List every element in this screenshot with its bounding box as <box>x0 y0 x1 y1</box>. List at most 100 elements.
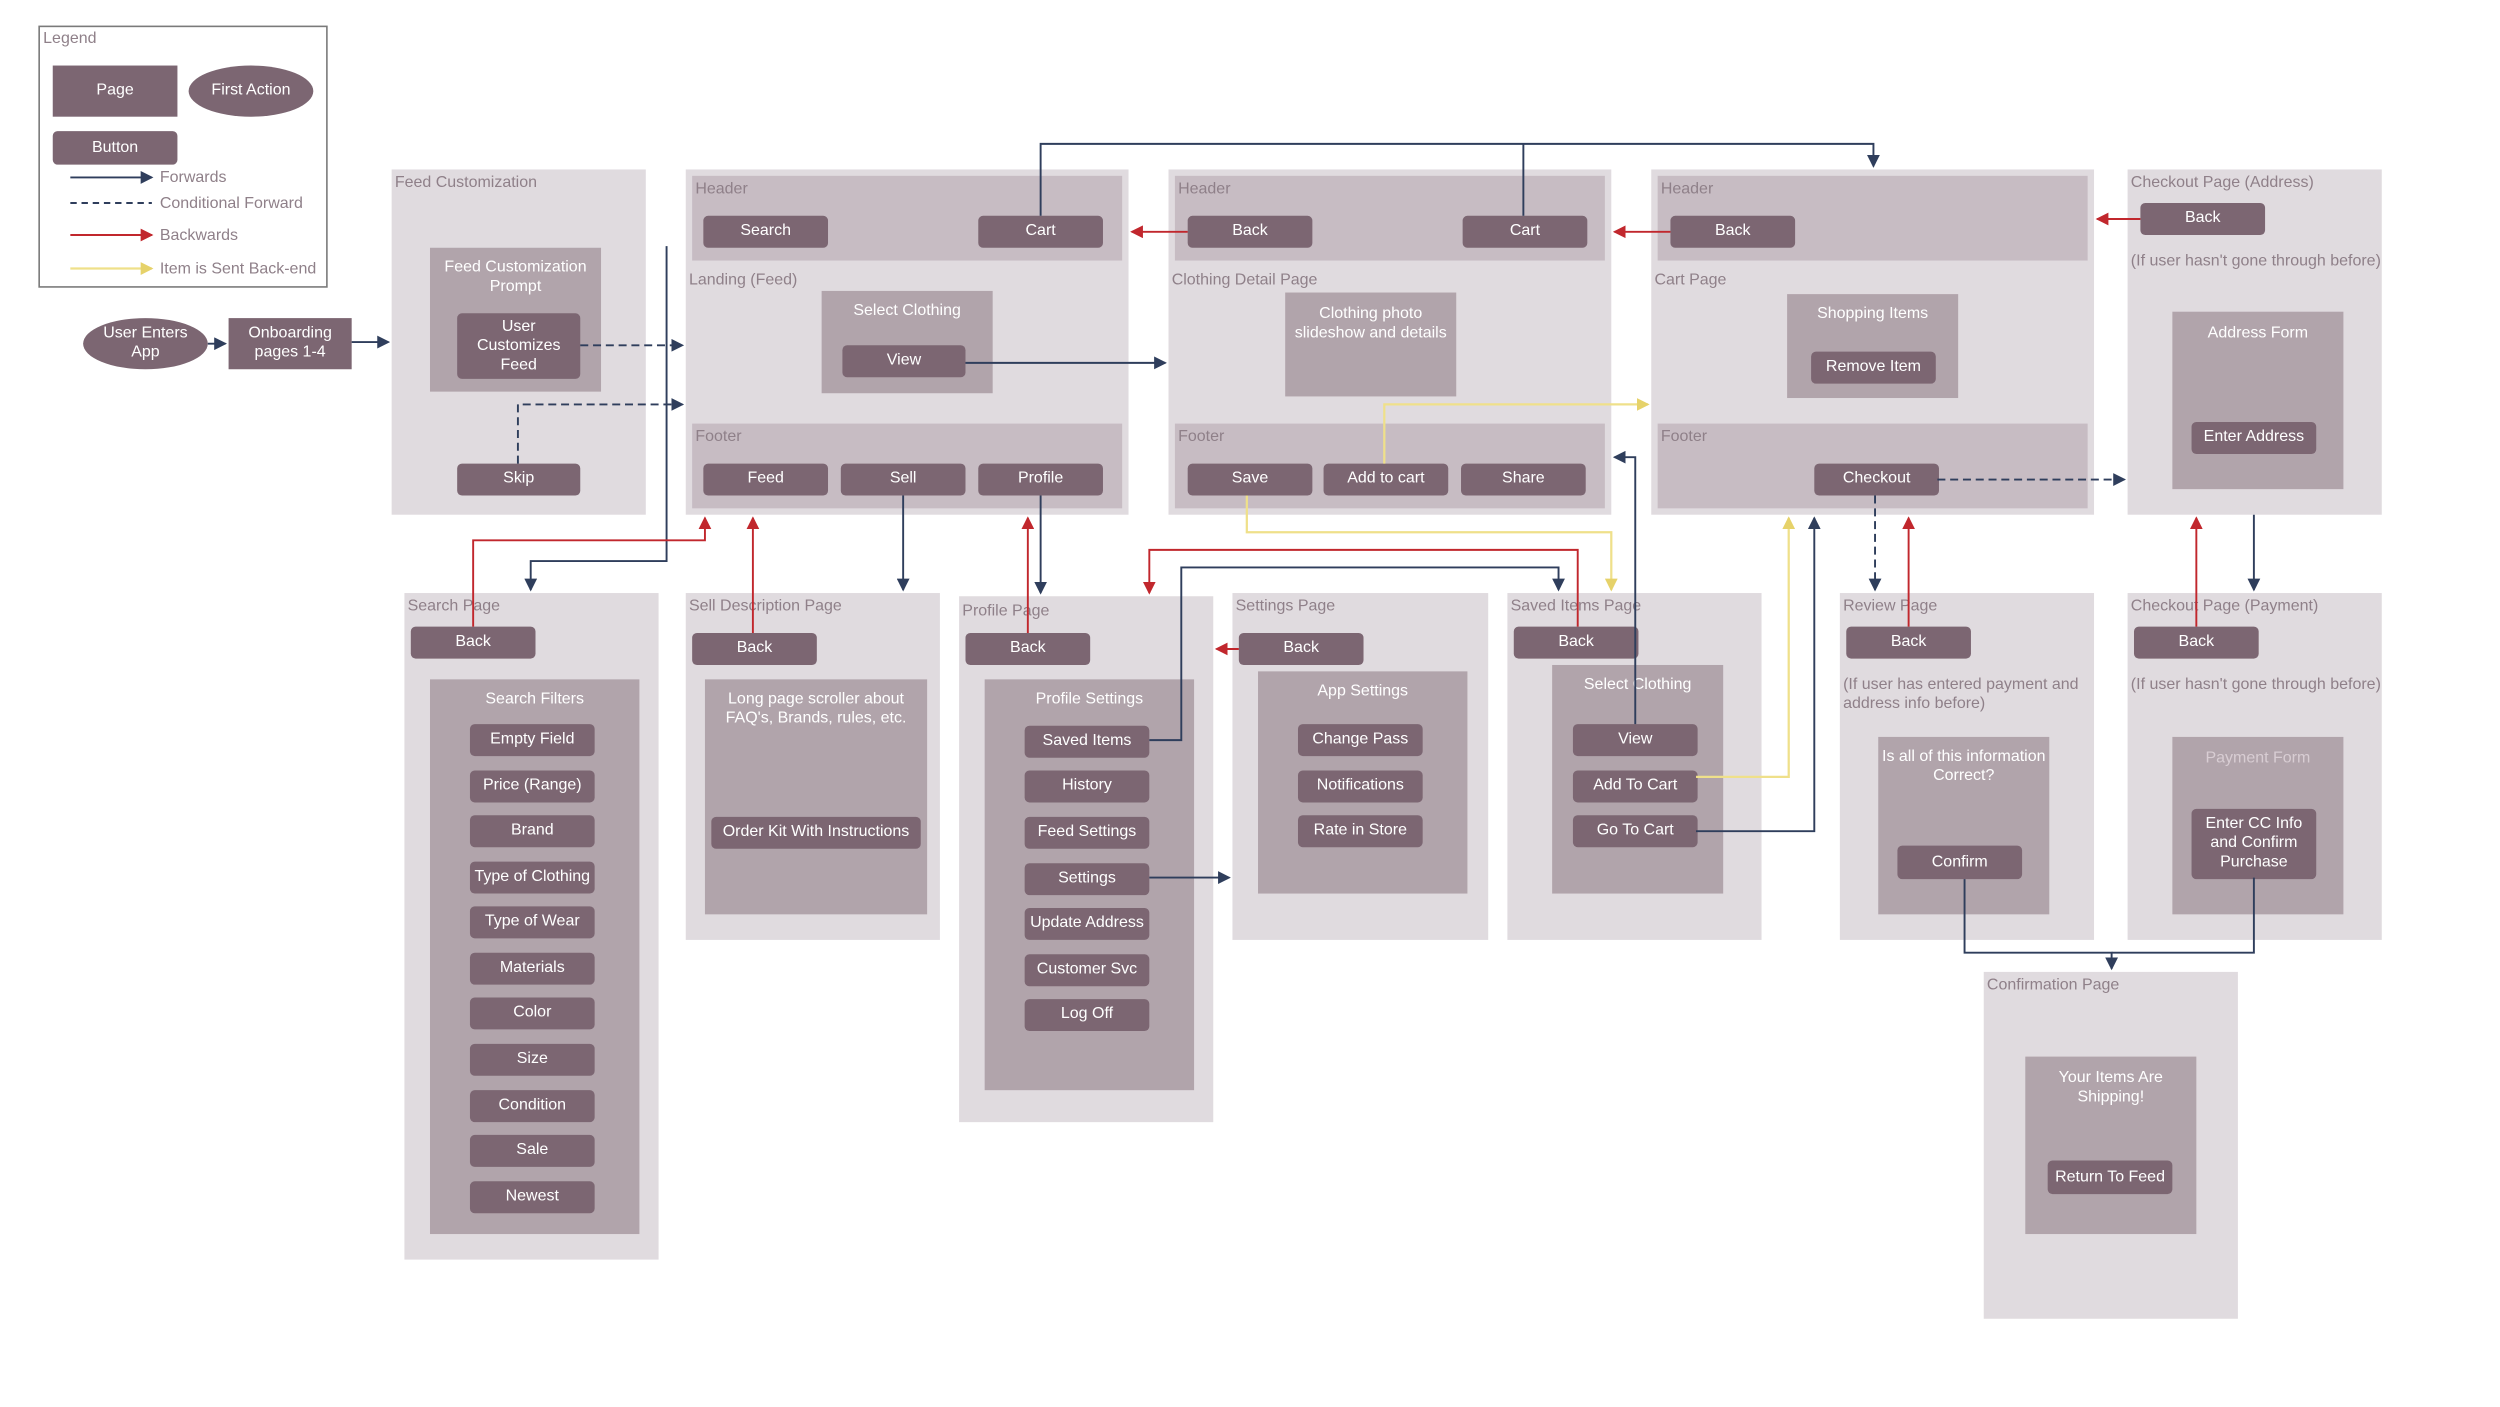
landing-cart-to-cart-page-arrow <box>1039 142 1880 216</box>
legend-title: Legend <box>43 30 97 48</box>
filter-type-of-wear-button[interactable]: Type of Wear <box>469 906 595 939</box>
history-button[interactable]: History <box>1024 770 1150 803</box>
user-customizes-button[interactable]: User Customizes Feed <box>457 313 581 379</box>
header-label: Header <box>695 180 748 199</box>
rate-in-store-button[interactable]: Rate in Store <box>1297 815 1423 848</box>
order-kit-button[interactable]: Order Kit With Instructions <box>711 816 921 849</box>
footer-label: Footer <box>1660 428 1708 446</box>
filter-price-button[interactable]: Price (Range) <box>469 770 595 803</box>
filter-condition-button[interactable]: Condition <box>469 1090 595 1123</box>
customer-svc-button[interactable]: Customer Svc <box>1024 954 1150 987</box>
back-button[interactable]: Back <box>2133 626 2259 659</box>
return-to-feed-button[interactable]: Return To Feed <box>2047 1160 2173 1195</box>
page-title: Settings Page <box>1235 597 1336 616</box>
page-title: Saved Items Page <box>1510 597 1642 616</box>
select-clothing-panel: Select Clothing View <box>821 290 993 394</box>
legend-conditional-label: Conditional Forward <box>159 195 303 213</box>
first-time-note: (If user hasn't gone through before) <box>2130 676 2381 694</box>
back-button[interactable]: Back <box>2140 203 2266 235</box>
landing-header: Header Search Cart <box>692 175 1123 261</box>
feed-customization-prompt: Feed Customization Prompt User Customize… <box>429 247 602 392</box>
detail-header: Header Back Cart <box>1174 175 1605 261</box>
skip-button[interactable]: Skip <box>457 463 581 496</box>
checkout-button[interactable]: Checkout <box>1814 463 1939 496</box>
share-button[interactable]: Share <box>1461 463 1586 496</box>
back-button[interactable]: Back <box>965 633 1091 665</box>
back-button[interactable]: Back <box>1846 626 1971 659</box>
cart-button[interactable]: Cart <box>1462 215 1588 248</box>
saved-back-to-profile-arrow <box>1142 548 1579 627</box>
back-button[interactable]: Back <box>1238 633 1364 665</box>
prompt-label: Feed Customization Prompt <box>444 258 587 296</box>
update-address-button[interactable]: Update Address <box>1024 907 1150 940</box>
back-button[interactable]: Back <box>1513 626 1639 659</box>
back-button[interactable]: Back <box>1670 215 1796 248</box>
go-to-cart-button[interactable]: Go To Cart <box>1572 815 1698 848</box>
filter-newest-button[interactable]: Newest <box>469 1181 595 1214</box>
page-title: Confirmation Page <box>1986 976 2120 995</box>
view-button[interactable]: View <box>1572 724 1698 757</box>
sell-button[interactable]: Sell <box>840 463 966 496</box>
page-title: Review Page <box>1843 597 1938 616</box>
feed-settings-button[interactable]: Feed Settings <box>1024 816 1150 849</box>
search-filters-panel: Search Filters Empty Field Price (Range)… <box>429 679 640 1235</box>
onboarding-node[interactable]: Onboarding pages 1-4 <box>228 318 352 370</box>
photo-slideshow-label: Clothing photo slideshow and details <box>1294 305 1447 343</box>
filter-size-button[interactable]: Size <box>469 1043 595 1076</box>
confirmation-page: Confirmation Page Your Items Are Shippin… <box>1983 971 2238 1319</box>
saved-items-to-saved-page-arrow <box>1149 566 1565 742</box>
view-button[interactable]: View <box>842 345 966 378</box>
select-clothing-label: Select Clothing <box>1583 676 1692 694</box>
payment-form-label: Payment Form <box>2205 749 2311 768</box>
detail-title: Clothing Detail Page <box>1171 271 1318 290</box>
page-title: Sell Description Page <box>688 597 842 616</box>
notifications-button[interactable]: Notifications <box>1297 770 1423 803</box>
cart-footer: Footer Checkout <box>1657 423 2088 509</box>
select-clothing-panel: Select Clothing View Add To Cart Go To C… <box>1552 664 1724 894</box>
filter-brand-button[interactable]: Brand <box>469 815 595 848</box>
filter-color-button[interactable]: Color <box>469 997 595 1030</box>
saved-items-button[interactable]: Saved Items <box>1024 725 1150 758</box>
add-to-cart-button[interactable]: Add To Cart <box>1572 770 1698 803</box>
legend-first-action-swatch: First Action <box>188 65 314 117</box>
enter-cc-button[interactable]: Enter CC Info and Confirm Purchase <box>2191 808 2317 880</box>
checkout-address-page: Checkout Page (Address) Back (If user ha… <box>2127 169 2382 515</box>
page-title: Checkout Page (Payment) <box>2130 597 2319 616</box>
user-enters-app-node[interactable]: User Enters App <box>83 318 208 370</box>
back-button[interactable]: Back <box>1187 215 1313 248</box>
remove-item-button[interactable]: Remove Item <box>1811 351 1936 384</box>
cart-button[interactable]: Cart <box>978 215 1103 248</box>
saved-add-to-cart-arrow <box>1696 516 1796 778</box>
photo-slideshow-panel: Clothing photo slideshow and details <box>1285 292 1457 397</box>
go-to-cart-arrow <box>1696 516 1821 833</box>
profile-page: Profile Page Back Profile Settings Saved… <box>959 596 1214 1123</box>
select-clothing-label: Select Clothing <box>853 302 961 320</box>
filter-sale-button[interactable]: Sale <box>469 1134 595 1167</box>
change-pass-button[interactable]: Change Pass <box>1297 724 1423 757</box>
enter-address-button[interactable]: Enter Address <box>2191 422 2317 454</box>
filter-type-of-clothing-button[interactable]: Type of Clothing <box>469 861 595 894</box>
search-button[interactable]: Search <box>703 215 829 248</box>
add-to-cart-button[interactable]: Add to cart <box>1323 463 1449 496</box>
cart-page: Header Back Cart Page Shopping Items Rem… <box>1651 169 2095 515</box>
settings-button[interactable]: Settings <box>1024 863 1150 896</box>
back-button[interactable]: Back <box>692 633 817 665</box>
back-button[interactable]: Back <box>410 626 536 659</box>
faq-scroller-label: Long page scroller about FAQ's, Brands, … <box>725 690 907 728</box>
log-off-button[interactable]: Log Off <box>1024 999 1150 1032</box>
save-button[interactable]: Save <box>1187 463 1313 496</box>
confirm-to-confirmation-arrow <box>1963 879 2119 971</box>
review-question-label: Is all of this information Correct? <box>1882 748 2046 785</box>
landing-footer: Footer Feed Sell Profile <box>692 423 1123 509</box>
checkout-payment-page: Checkout Page (Payment) Back (If user ha… <box>2127 593 2382 940</box>
footer-label: Footer <box>1178 428 1225 446</box>
filter-empty-field-button[interactable]: Empty Field <box>469 724 595 757</box>
returning-user-note: (If user has entered payment and address… <box>1843 676 2079 713</box>
feed-button[interactable]: Feed <box>703 463 829 496</box>
payment-to-confirmation-arrow <box>2111 877 2255 954</box>
filter-materials-button[interactable]: Materials <box>469 952 595 985</box>
profile-button[interactable]: Profile <box>978 463 1103 496</box>
app-settings-panel: App Settings Change Pass Notifications R… <box>1258 671 1468 894</box>
confirm-button[interactable]: Confirm <box>1897 845 2023 880</box>
